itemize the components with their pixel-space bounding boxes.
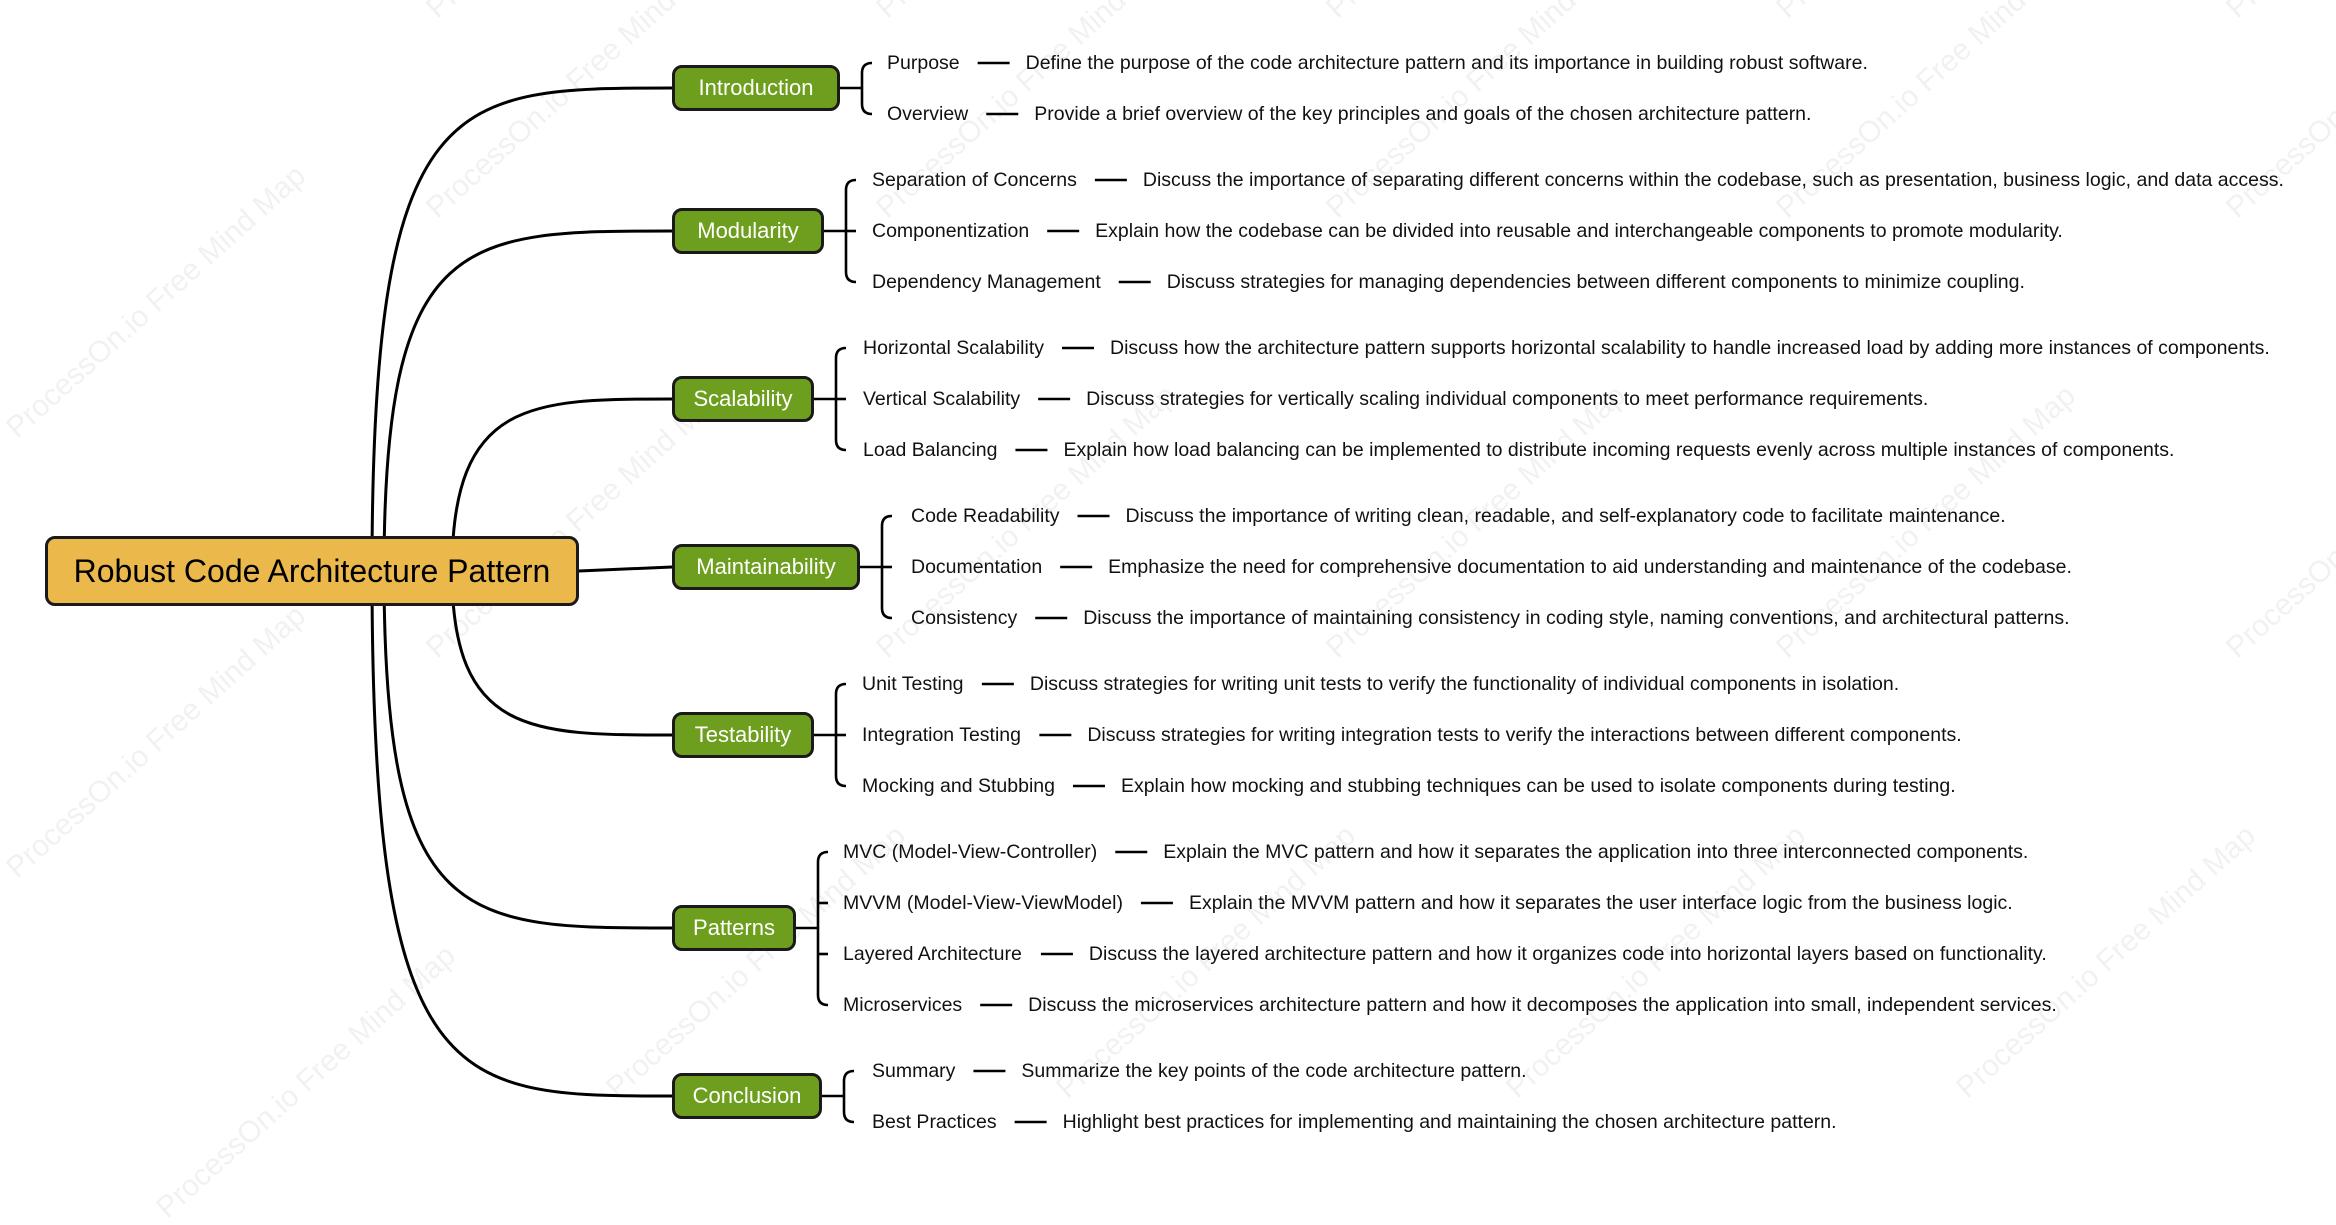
subtopic-description[interactable]: Provide a brief overview of the key prin… bbox=[1034, 103, 1812, 125]
subtopic-description[interactable]: Emphasize the need for comprehensive doc… bbox=[1108, 556, 2072, 578]
subtopic-separation-of-concerns[interactable]: Separation of Concerns bbox=[872, 169, 1077, 191]
subtopic-summary[interactable]: Summary bbox=[872, 1060, 956, 1082]
subtopic-componentization[interactable]: Componentization bbox=[872, 220, 1030, 242]
root-to-conclusion-connector bbox=[370, 570, 673, 1098]
subtopic-description[interactable]: Discuss the importance of writing clean,… bbox=[1125, 505, 2006, 527]
branch-patterns[interactable]: Patterns bbox=[672, 905, 796, 951]
subtopic-load-balancing[interactable]: Load Balancing bbox=[863, 439, 998, 461]
subtopic-consistency[interactable]: Consistency bbox=[911, 607, 1018, 629]
subtopic-integration-testing[interactable]: Integration Testing bbox=[862, 724, 1021, 746]
subtopic-description[interactable]: Explain the MVVM pattern and how it sepa… bbox=[1188, 892, 2013, 914]
subtopic-description[interactable]: Discuss strategies for vertically scalin… bbox=[1086, 388, 1929, 410]
conclusion-bracket bbox=[842, 1069, 855, 1124]
subtopic-description[interactable]: Discuss the importance of maintaining co… bbox=[1083, 607, 2070, 629]
subtopic-description[interactable]: Explain how load balancing can be implem… bbox=[1063, 439, 2175, 461]
subtopic-purpose[interactable]: Purpose bbox=[887, 52, 960, 74]
subtopic-microservices[interactable]: Microservices bbox=[843, 994, 963, 1016]
branch-maintainability[interactable]: Maintainability bbox=[672, 544, 860, 590]
branch-introduction[interactable]: Introduction bbox=[672, 65, 840, 111]
branch-testability[interactable]: Testability bbox=[672, 712, 814, 758]
subtopic-vertical-scalability[interactable]: Vertical Scalability bbox=[863, 388, 1021, 410]
branch-modularity[interactable]: Modularity bbox=[672, 208, 824, 254]
root-to-maintainability-connector bbox=[578, 565, 673, 573]
subtopic-description[interactable]: Discuss the microservices architecture p… bbox=[1028, 994, 2057, 1016]
subtopic-horizontal-scalability[interactable]: Horizontal Scalability bbox=[863, 337, 1044, 359]
patterns-bracket bbox=[816, 850, 829, 1007]
root-topic[interactable]: Robust Code Architecture Pattern bbox=[45, 536, 579, 606]
root-to-scalability-connector bbox=[450, 397, 673, 572]
root-to-patterns-connector bbox=[382, 570, 673, 930]
subtopic-description[interactable]: Discuss strategies for writing integrati… bbox=[1087, 724, 1962, 746]
branch-scalability[interactable]: Scalability bbox=[672, 376, 814, 422]
subtopic-mocking-and-stubbing[interactable]: Mocking and Stubbing bbox=[862, 775, 1055, 797]
subtopic-best-practices[interactable]: Best Practices bbox=[872, 1111, 997, 1133]
subtopic-dependency-management[interactable]: Dependency Management bbox=[872, 271, 1101, 293]
subtopic-mvc-model-view-controller-[interactable]: MVC (Model-View-Controller) bbox=[843, 841, 1098, 863]
connector-lines bbox=[370, 61, 1173, 1124]
subtopic-description[interactable]: Discuss strategies for writing unit test… bbox=[1029, 673, 1900, 695]
subtopic-description[interactable]: Discuss strategies for managing dependen… bbox=[1166, 271, 2025, 293]
subtopic-description[interactable]: Summarize the key points of the code arc… bbox=[1021, 1060, 1527, 1082]
subtopic-description[interactable]: Highlight best practices for implementin… bbox=[1062, 1111, 1837, 1133]
subtopic-code-readability[interactable]: Code Readability bbox=[911, 505, 1060, 527]
subtopic-description[interactable]: Explain the MVC pattern and how it separ… bbox=[1163, 841, 2029, 863]
root-to-modularity-connector bbox=[382, 229, 673, 572]
subtopic-description[interactable]: Define the purpose of the code architect… bbox=[1025, 52, 1868, 74]
subtopic-description[interactable]: Discuss the layered architecture pattern… bbox=[1088, 943, 2047, 965]
root-to-introduction-connector bbox=[370, 86, 673, 572]
subtopic-documentation[interactable]: Documentation bbox=[911, 556, 1043, 578]
subtopic-description[interactable]: Explain how the codebase can be divided … bbox=[1095, 220, 2063, 242]
subtopic-description[interactable]: Explain how mocking and stubbing techniq… bbox=[1120, 775, 1956, 797]
introduction-bracket bbox=[860, 61, 873, 116]
branch-conclusion[interactable]: Conclusion bbox=[672, 1073, 822, 1119]
subtopic-mvvm-model-view-viewmodel-[interactable]: MVVM (Model-View-ViewModel) bbox=[843, 892, 1123, 914]
subtopic-unit-testing[interactable]: Unit Testing bbox=[862, 673, 964, 695]
root-to-testability-connector bbox=[450, 570, 673, 737]
subtopic-layered-architecture[interactable]: Layered Architecture bbox=[843, 943, 1022, 965]
subtopic-description[interactable]: Discuss the importance of separating dif… bbox=[1142, 169, 2284, 191]
subtopic-description[interactable]: Discuss how the architecture pattern sup… bbox=[1109, 337, 2270, 359]
subtopic-overview[interactable]: Overview bbox=[887, 103, 969, 125]
